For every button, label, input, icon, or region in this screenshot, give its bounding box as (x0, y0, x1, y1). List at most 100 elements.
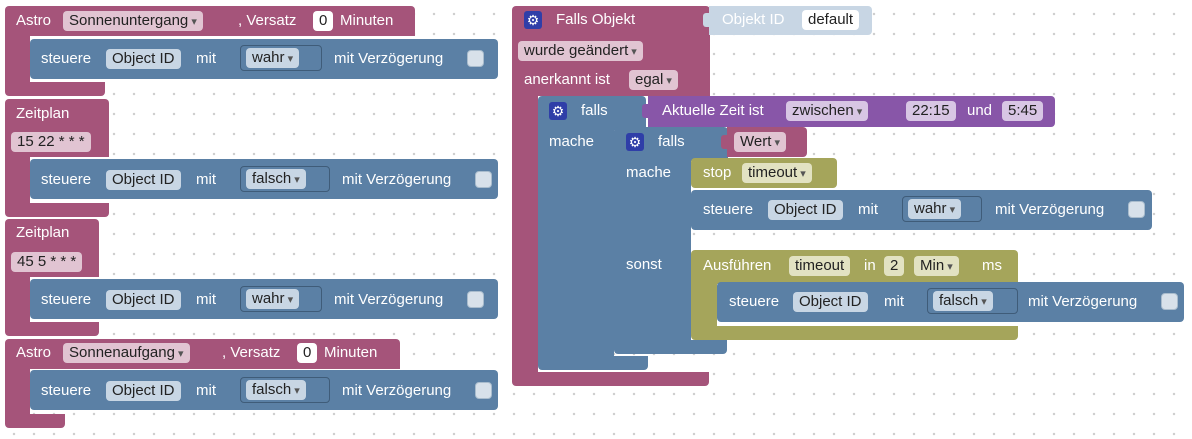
exec-label: Ausführen (703, 257, 772, 274)
offset-unit-label: Minuten (324, 344, 378, 361)
stop-label: stop (703, 164, 732, 181)
if-2-footer (614, 340, 727, 354)
value-dropdown[interactable]: falsch (246, 380, 306, 400)
value-condition-dropdown[interactable]: Wert (734, 132, 786, 152)
trigger-title: Falls Objekt (556, 11, 636, 28)
astro-sunset-footer (5, 82, 105, 96)
connector-tab (642, 104, 648, 118)
control-label: steuere (41, 50, 92, 67)
object-id-field[interactable]: Object ID (106, 381, 181, 401)
value-slot: falsch (927, 288, 1018, 314)
schedule-1-spine (5, 150, 30, 210)
else-label: sonst (626, 256, 662, 273)
value-slot: falsch (240, 377, 330, 403)
astro-sunrise-footer (5, 414, 65, 428)
astro-label: Astro (16, 344, 52, 361)
time-mode-dropdown[interactable]: zwischen (786, 101, 869, 121)
control-label: steuere (41, 382, 92, 399)
astro-label: Astro (16, 12, 52, 29)
delay-checkbox[interactable] (467, 50, 484, 67)
object-id-input[interactable]: default (802, 10, 860, 30)
if-label: falls (581, 102, 608, 119)
if-2-spine (614, 155, 691, 345)
cron-input[interactable]: 15 22 * * * (11, 132, 91, 152)
exec-timeout-block[interactable] (691, 250, 1018, 284)
in-label: in (864, 257, 876, 274)
value-dropdown[interactable]: wahr (246, 289, 300, 309)
delay-label: mit Verzögerung (342, 382, 452, 399)
exec-unit-dropdown[interactable]: Min (914, 256, 959, 276)
astro-sunrise-spine (5, 362, 30, 422)
delay-checkbox[interactable] (1128, 201, 1145, 218)
delay-checkbox[interactable] (467, 291, 484, 308)
object-trigger-spine (512, 90, 538, 380)
value-slot: falsch (240, 166, 330, 192)
astro-event-dropdown[interactable]: Sonnenaufgang (63, 343, 190, 363)
offset-input[interactable]: 0 (313, 11, 334, 31)
offset-input[interactable]: 0 (297, 343, 318, 363)
delay-label: mit Verzögerung (1028, 293, 1138, 310)
delay-checkbox[interactable] (475, 382, 492, 399)
object-id-field[interactable]: Object ID (106, 49, 181, 69)
stop-timer-dropdown[interactable]: timeout (742, 163, 812, 183)
schedule-label: Zeitplan (16, 224, 70, 241)
control-label: steuere (41, 171, 92, 188)
time-label: Aktuelle Zeit ist (662, 102, 764, 119)
with-label: mit (884, 293, 904, 310)
schedule-label: Zeitplan (16, 105, 70, 122)
with-label: mit (196, 291, 216, 308)
delay-label: mit Verzögerung (342, 171, 452, 188)
value-slot: wahr (240, 286, 322, 312)
cron-input[interactable]: 45 5 * * * (11, 252, 83, 272)
if-1-footer (538, 356, 648, 370)
delay-checkbox[interactable] (1161, 293, 1178, 310)
versatz-label: , Versatz (222, 344, 281, 361)
value-dropdown[interactable]: falsch (933, 291, 993, 311)
delay-label: mit Verzögerung (334, 291, 444, 308)
value-dropdown[interactable]: wahr (246, 48, 300, 68)
object-id-field[interactable]: Object ID (106, 290, 181, 310)
astro-event-dropdown[interactable]: Sonnenuntergang (63, 11, 203, 31)
changed-dropdown[interactable]: wurde geändert (518, 41, 643, 61)
schedule-2-footer (5, 322, 99, 336)
control-label: steuere (729, 293, 780, 310)
and-label: und (967, 102, 993, 119)
gear-icon[interactable]: ⚙ (524, 11, 542, 29)
object-id-field[interactable]: Object ID (106, 170, 181, 190)
connector-tab (703, 13, 709, 27)
versatz-label: , Versatz (238, 12, 297, 29)
object-id-field[interactable]: Object ID (768, 200, 843, 220)
value-dropdown[interactable]: wahr (908, 199, 962, 219)
astro-sunset-spine (5, 30, 30, 90)
value-slot: wahr (240, 45, 322, 71)
gear-icon[interactable]: ⚙ (626, 133, 644, 151)
with-label: mit (196, 171, 216, 188)
gear-icon[interactable]: ⚙ (549, 102, 567, 120)
exec-amount-input[interactable]: 2 (884, 256, 905, 276)
connector-tab (721, 135, 727, 149)
delay-label: mit Verzögerung (334, 50, 444, 67)
object-id-label: Objekt ID (722, 11, 785, 28)
offset-unit-label: Minuten (340, 12, 394, 29)
schedule-2-spine (5, 270, 30, 330)
if-1-spine (538, 126, 614, 364)
schedule-1-footer (5, 203, 109, 217)
time-to-input[interactable]: 5:45 (1002, 101, 1044, 121)
exec-timer-name-input[interactable]: timeout (789, 256, 851, 276)
value-slot: wahr (902, 196, 982, 222)
object-trigger-footer (512, 372, 709, 386)
if-label: falls (658, 133, 685, 150)
with-label: mit (196, 50, 216, 67)
ms-label: ms (982, 257, 1002, 274)
acked-label: anerkannt ist (524, 71, 610, 88)
control-label: steuere (41, 291, 92, 308)
exec-timeout-spine (691, 280, 717, 330)
object-id-field[interactable]: Object ID (793, 292, 868, 312)
acked-dropdown[interactable]: egal (629, 70, 678, 90)
delay-label: mit Verzögerung (995, 201, 1105, 218)
do-label: mache (626, 164, 672, 181)
value-dropdown[interactable]: falsch (246, 169, 306, 189)
delay-checkbox[interactable] (475, 171, 492, 188)
control-label: steuere (703, 201, 754, 218)
time-from-input[interactable]: 22:15 (906, 101, 956, 121)
